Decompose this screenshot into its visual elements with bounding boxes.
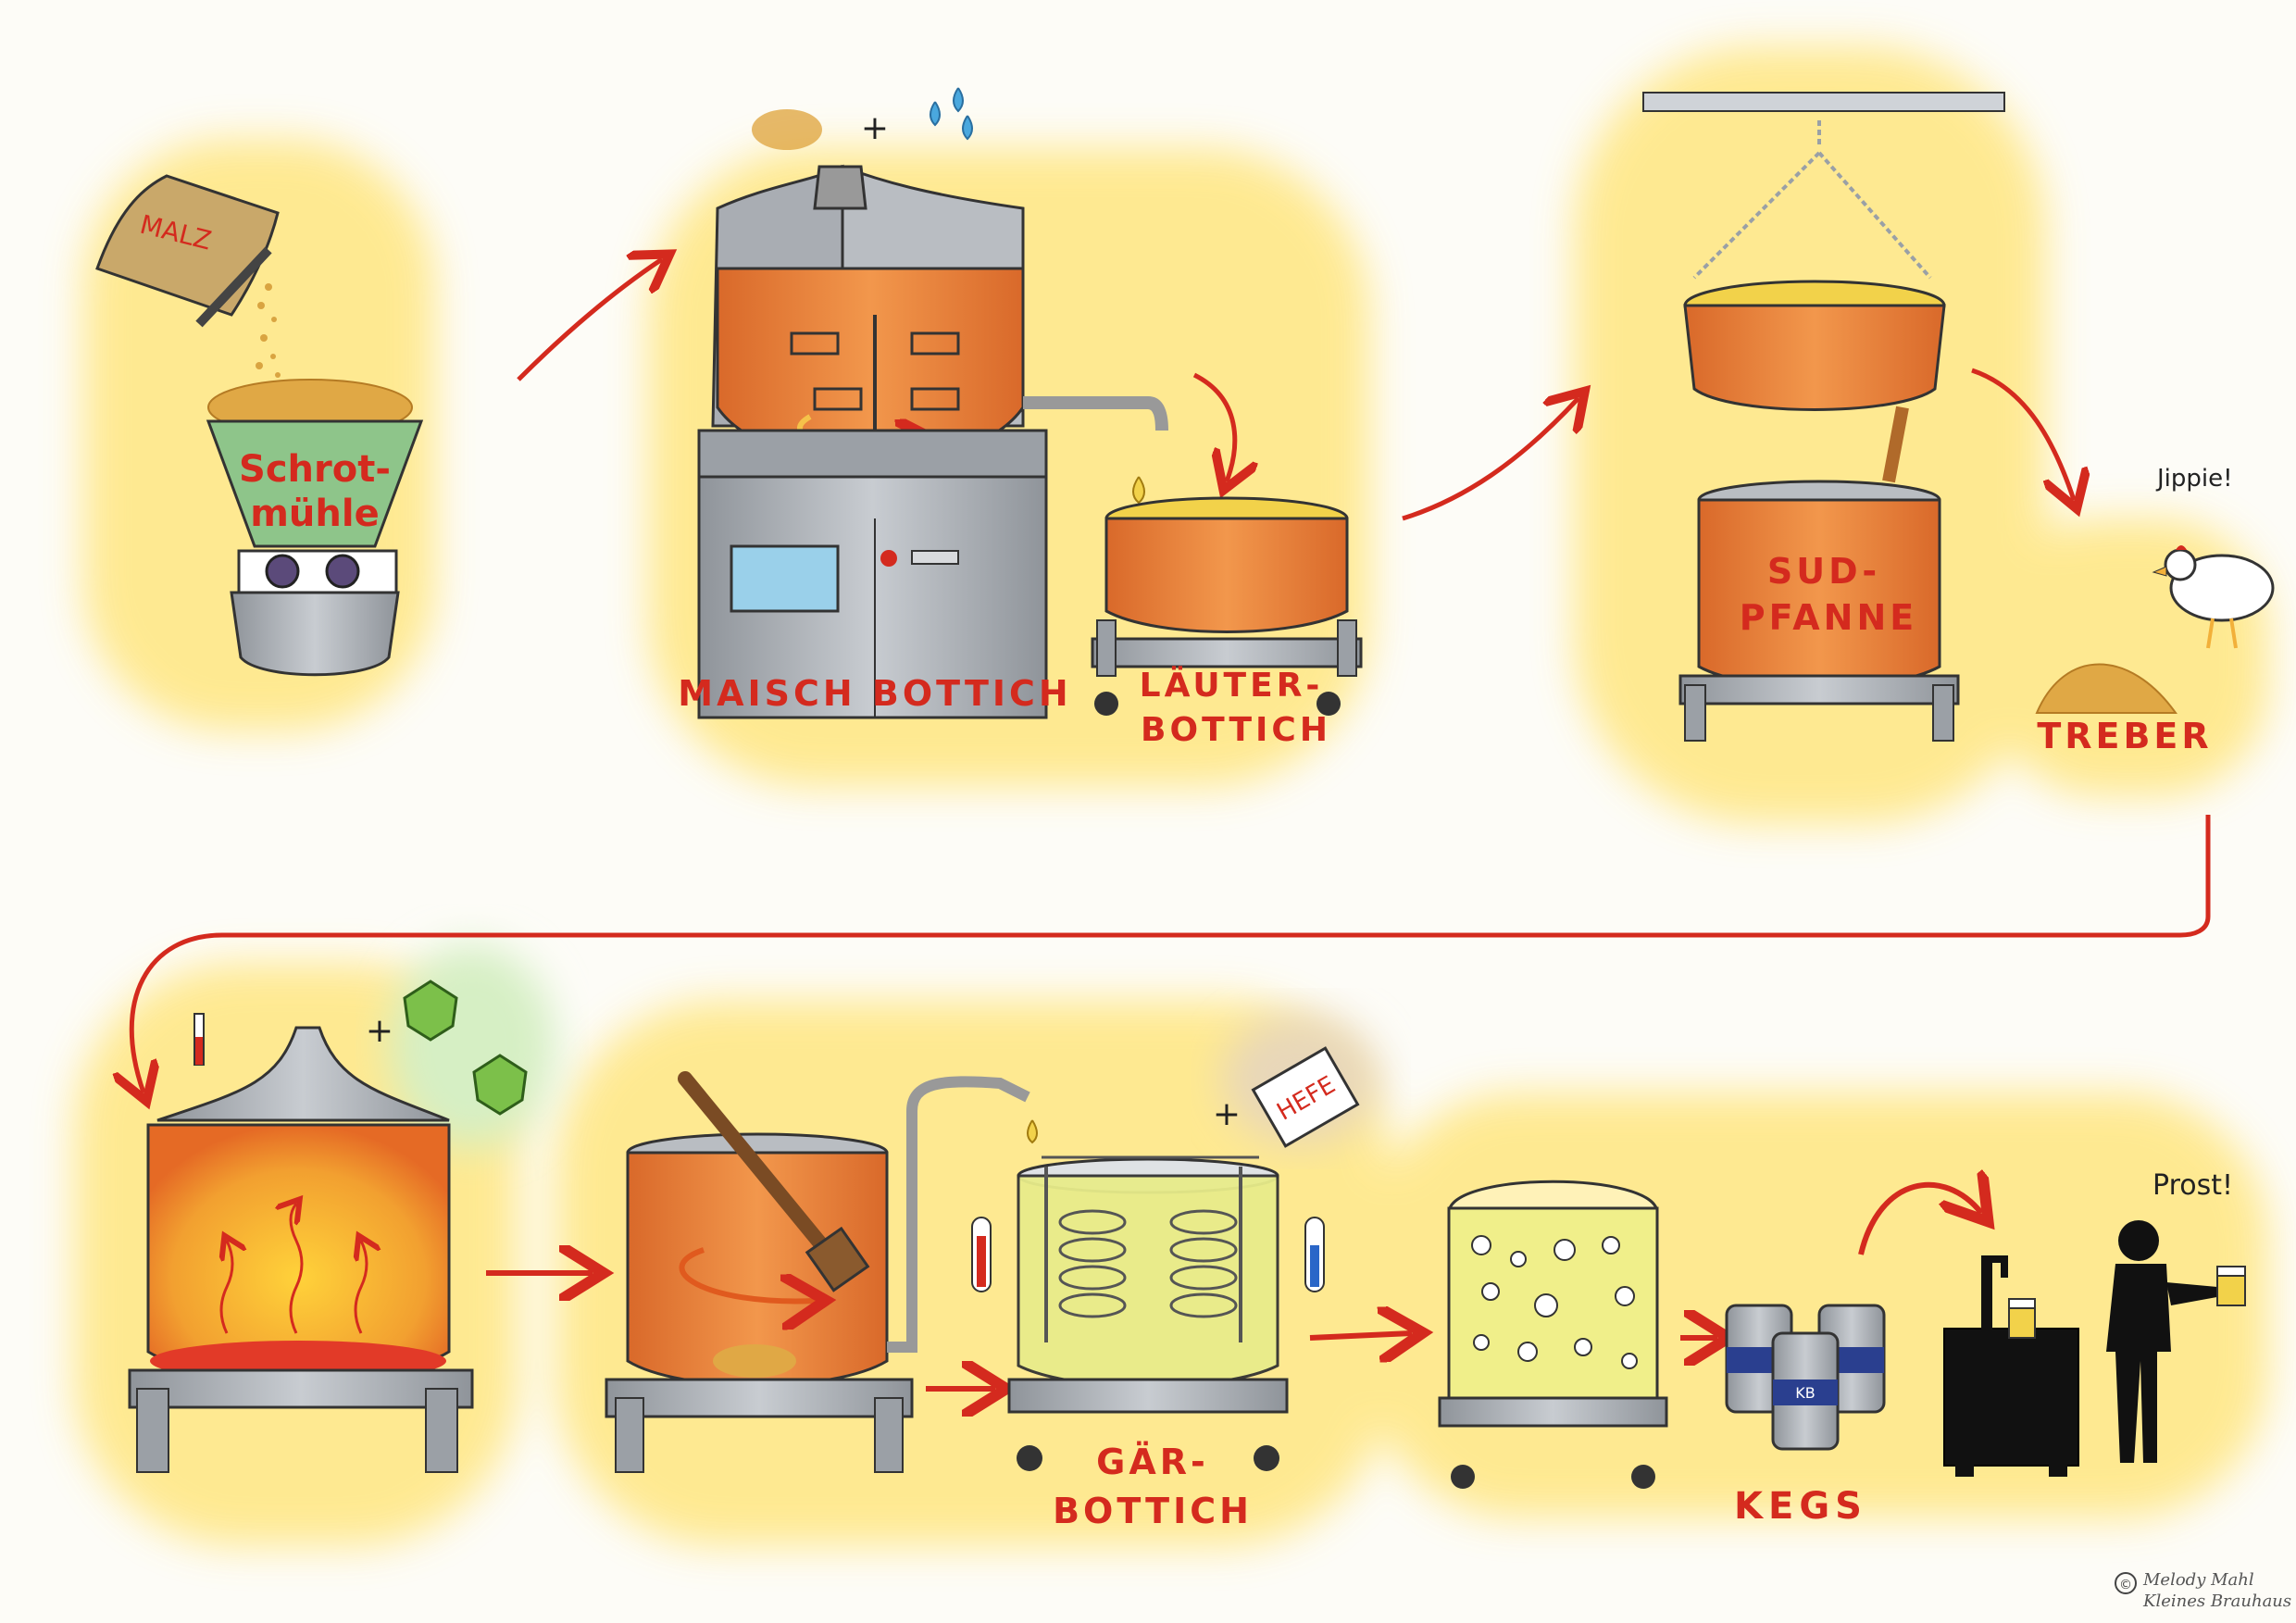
whirlpool-tank <box>605 1071 1038 1473</box>
mash-tun-label: MAISCH BOTTICH <box>678 673 1071 714</box>
grain-mill <box>206 379 424 677</box>
grain-mill-label-line1: Schrot- <box>239 448 391 491</box>
arrow-kettle-to-spent-grain <box>1971 368 2074 500</box>
water-drops-icon <box>930 87 973 141</box>
yeast-packet: HEFE <box>1251 1046 1360 1148</box>
copyright-icon <box>2115 1572 2137 1594</box>
bar-counter <box>1943 1255 2079 1477</box>
lauter-tun-label-line2: BOTTICH <box>1141 711 1331 749</box>
mash-inputs: + <box>752 87 973 150</box>
credit-author: Melody Mahl <box>2142 1570 2254 1590</box>
spent-grain-pile <box>2035 663 2177 714</box>
arrow-row1-to-row2 <box>131 815 2211 1092</box>
chicken-speech: Jippie! <box>2155 465 2233 493</box>
plus-sign-1: + <box>861 109 889 147</box>
lauter-tun-label-line1: LÄUTER- <box>1140 666 1324 705</box>
kettle-label-line1: SUD- <box>1767 551 1880 592</box>
fermenter-label-line1: GÄR- <box>1096 1442 1209 1482</box>
person-silhouette <box>2106 1220 2246 1463</box>
arrow-kegs-to-bar <box>1858 1185 1981 1255</box>
plus-sign-3: + <box>1213 1095 1241 1133</box>
copyright-symbol: © <box>2119 1578 2132 1592</box>
person-speech: Prost! <box>2152 1169 2233 1202</box>
drop-mash-to-lauter <box>1132 476 1145 505</box>
malt-sack: MALZ <box>95 174 281 378</box>
grain-mill-label-line2: mühle <box>250 493 379 535</box>
fermenter <box>971 1155 1325 1471</box>
fermenter-label-line2: BOTTICH <box>1053 1491 1253 1531</box>
kegs: KB <box>1725 1304 1886 1451</box>
mash-tun <box>697 164 1168 719</box>
credit-org: Kleines Brauhaus <box>2142 1592 2291 1611</box>
keg-logo: KB <box>1795 1384 1815 1402</box>
chicken-icon <box>2152 545 2275 649</box>
arrow-lauter-to-kettle <box>1402 398 1578 521</box>
hop-boil-kettle <box>128 1013 474 1473</box>
plus-sign-2: + <box>366 1012 393 1050</box>
kettle-label-line2: PFANNE <box>1740 597 1917 638</box>
kegs-label: KEGS <box>1734 1485 1867 1528</box>
arrow-mill-to-mash <box>517 259 662 381</box>
spent-grain-label: TREBER <box>2037 716 2212 756</box>
arrow-fermenter-to-lagering <box>1309 1333 1412 1338</box>
arrow-mash-to-lauter <box>1192 372 1235 481</box>
lagering-tank <box>1438 1180 1668 1489</box>
hops-icon <box>403 980 528 1116</box>
lauter-tun <box>1091 496 1363 716</box>
wort-kettle <box>1642 92 2005 742</box>
